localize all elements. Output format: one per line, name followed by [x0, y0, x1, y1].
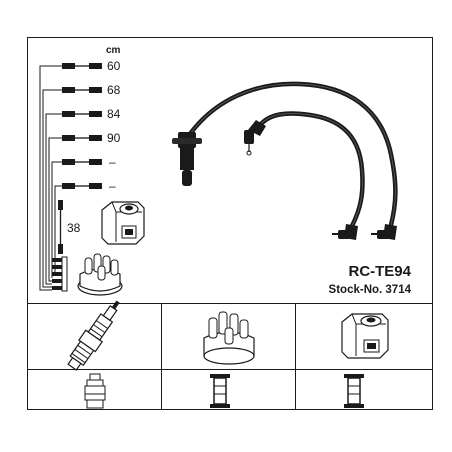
cable-short	[255, 111, 365, 229]
lead-row-5: –	[62, 155, 116, 169]
lead-row-2: 68	[62, 83, 121, 97]
lead-length-6: –	[109, 179, 116, 193]
coil-connector-middle	[332, 224, 358, 240]
cable-drawing	[172, 81, 398, 240]
lead-length-panel: cm 60 68 84	[39, 45, 145, 296]
lead-bracket-lines	[39, 65, 62, 291]
outer-frame	[27, 37, 433, 410]
lead-length-1: 60	[107, 59, 121, 73]
spark-plug-boot-long	[172, 132, 202, 186]
ignition-coil-grid-icon	[341, 313, 389, 359]
distributor-cap-grid-icon	[203, 311, 255, 365]
lead-length-5: –	[109, 155, 116, 169]
lead-row-1: 60	[62, 59, 121, 73]
distributor-cap-icon	[77, 253, 123, 296]
product-code: RC-TE94	[348, 263, 411, 280]
right-angle-boot	[244, 120, 266, 156]
spark-plug-icon	[67, 300, 120, 371]
boot-terminal-icon-2	[344, 374, 364, 408]
clip-length: 38	[67, 221, 81, 235]
unit-label: cm	[106, 45, 121, 56]
stock-number: Stock-No. 3714	[329, 284, 412, 296]
lead-length-4: 90	[107, 131, 121, 145]
coil-connector-right	[371, 224, 397, 240]
lead-row-6: –	[62, 179, 116, 193]
bracket-terminals	[52, 256, 68, 292]
boot-terminal-icon	[210, 374, 230, 408]
straight-connector-icon	[84, 373, 106, 409]
lead-row-3: 84	[62, 107, 121, 121]
clip-lead: 38	[58, 200, 81, 254]
lead-length-3: 84	[107, 107, 121, 121]
ignition-coil-icon	[101, 201, 145, 245]
lead-row-4: 90	[62, 131, 121, 145]
lead-length-2: 68	[107, 83, 121, 97]
